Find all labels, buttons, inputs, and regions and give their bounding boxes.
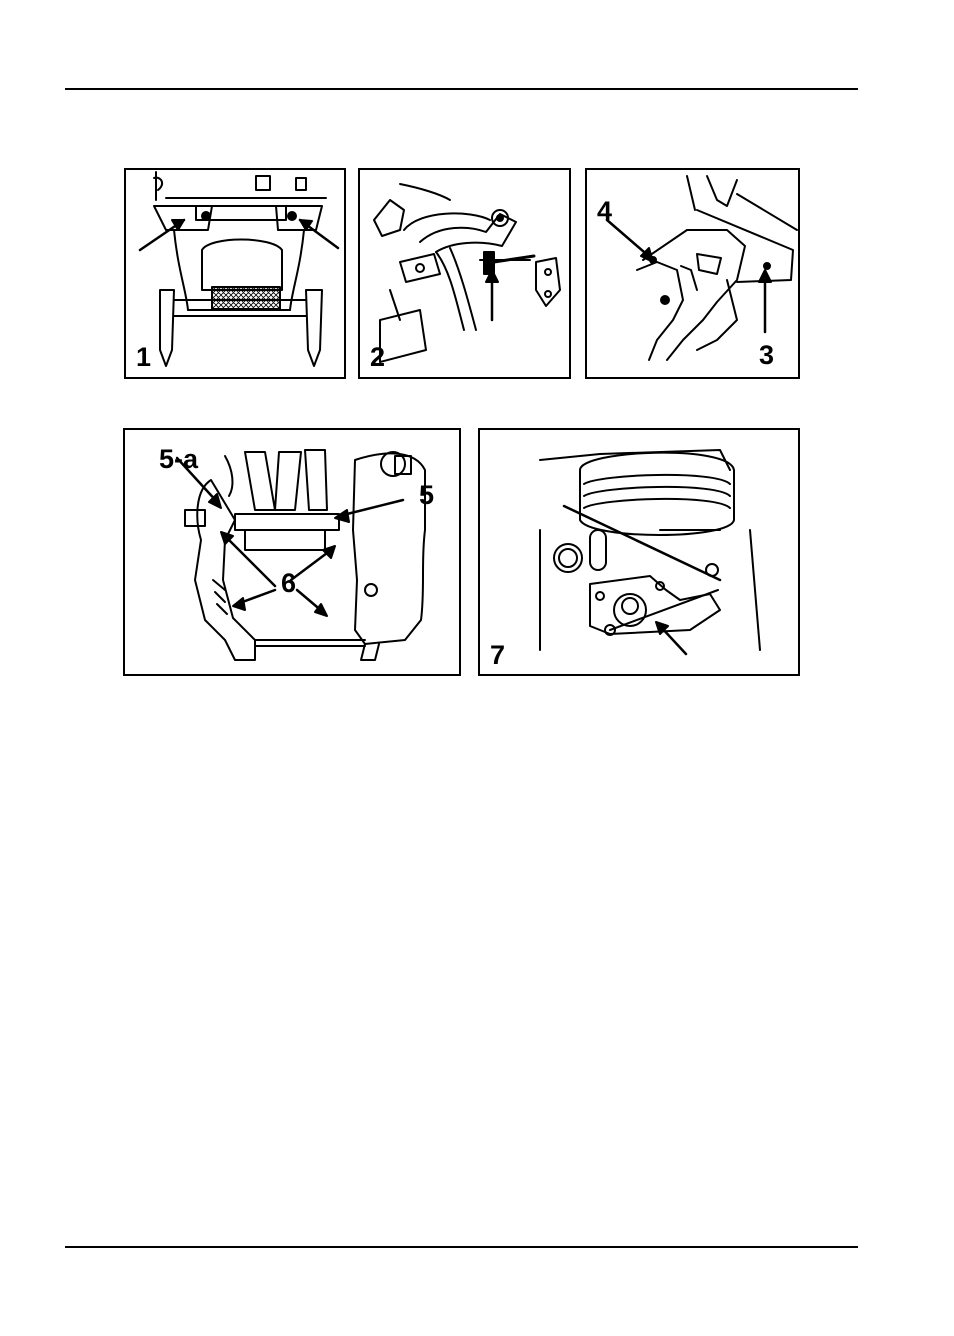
- figure-3: 4 3: [585, 168, 800, 379]
- figure-2: 2: [358, 168, 571, 379]
- figure-5-label-5a: 5-a: [159, 446, 198, 473]
- figure-5-label-5: 5: [419, 482, 434, 509]
- figure-3-label-3: 3: [759, 342, 774, 369]
- figure-2-label: 2: [370, 344, 385, 371]
- figure-1: 1: [124, 168, 346, 379]
- figure-7: 7: [478, 428, 800, 676]
- figure-5-label-6: 6: [281, 570, 296, 597]
- figure-1-drawing: [126, 170, 344, 377]
- footer-rule: [65, 1246, 858, 1248]
- figure-7-label: 7: [490, 642, 505, 669]
- figure-3-label-4: 4: [597, 198, 612, 225]
- figure-1-label: 1: [136, 344, 151, 371]
- figure-7-drawing: [480, 430, 798, 674]
- figure-2-drawing: [360, 170, 569, 377]
- figure-5: 5-a 5 6: [123, 428, 461, 676]
- header-rule: [65, 88, 858, 90]
